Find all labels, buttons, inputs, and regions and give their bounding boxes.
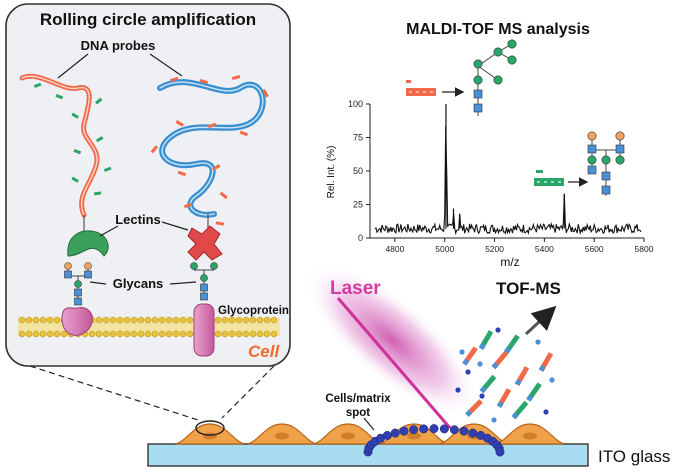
laser-beam (336, 297, 452, 429)
label-dna-probes: DNA probes (81, 38, 156, 53)
y-tick-label: 75 (353, 133, 363, 143)
label-spot: spot (346, 407, 370, 419)
cell-nucleus (341, 432, 355, 440)
label-laser: Laser (330, 278, 381, 299)
cell-membrane (18, 316, 280, 338)
x-tick-label: 4800 (385, 244, 404, 254)
pointer-lectin-right (161, 221, 189, 231)
zoom-line-right (221, 365, 275, 419)
lectin-green (67, 230, 109, 257)
x-tick-label: 5400 (535, 244, 554, 254)
y-tick-label: 100 (348, 99, 363, 109)
rca-panel: Rolling circle amplification (5, 3, 291, 367)
label-glycoprotein: Glycoprotein (218, 305, 289, 317)
y-axis-label: Rel. Int. (%) (326, 146, 337, 199)
maldi-setup: Laser TOF-MS ITO glass Cells/matrix spot (29, 262, 670, 467)
ms-title: MALDI-TOF MS analysis (406, 21, 590, 38)
label-ito-glass: ITO glass (598, 447, 670, 466)
protein-left (61, 307, 93, 336)
matrix-dots (363, 424, 505, 457)
glycan-right (190, 262, 218, 301)
ion-fragments (455, 327, 555, 423)
protein-right (193, 303, 215, 357)
orange-probes-right (150, 74, 269, 226)
glycan-tree-1 (473, 39, 517, 116)
label-lectins: Lectins (115, 212, 161, 227)
pointer-glycan-left (89, 281, 107, 285)
pointer-dna-left (57, 53, 89, 79)
label-cells-matrix: Cells/matrix (325, 393, 391, 405)
cell-nucleus (523, 432, 537, 440)
tof-arrow (524, 305, 557, 336)
y-tick-label: 50 (353, 166, 363, 176)
cell-nucleus (275, 432, 289, 440)
x-tick-label: 5800 (635, 244, 654, 254)
peak2-structure (534, 131, 625, 196)
glycan-left (64, 262, 92, 306)
green-probes-left (33, 82, 112, 196)
pointer-dna-right (149, 53, 183, 77)
cell-nucleus (203, 432, 217, 440)
ms-chart: 0 25 50 75 100 4800 5000 5200 5400 5600 5800 Rel.… (326, 99, 654, 269)
y-tick-label: 0 (358, 233, 363, 243)
y-tick-label: 25 (353, 200, 363, 210)
x-tick-label: 5000 (435, 244, 454, 254)
spectrum-line (374, 126, 642, 236)
panel-title: Rolling circle amplification (40, 10, 256, 29)
x-tick-label: 5600 (585, 244, 604, 254)
x-tick-label: 5200 (485, 244, 504, 254)
x-axis-label: m/z (500, 255, 519, 269)
peak1-structure (406, 39, 517, 116)
dna-strand-left (19, 73, 112, 218)
glycan-tree-2 (587, 131, 625, 196)
laser-glow (303, 262, 481, 418)
ms-section: MALDI-TOF MS analysis 0 25 50 75 100 4800 500… (326, 21, 654, 269)
zoom-marker (195, 420, 225, 436)
pointer-spot (363, 417, 375, 431)
zoom-line-left (29, 365, 199, 421)
lectin-red (187, 225, 223, 261)
cell-nucleus (407, 432, 421, 440)
pointer-glycan-right (169, 281, 197, 285)
dna-strand-right (150, 74, 269, 226)
label-glycans: Glycans (113, 276, 164, 291)
pointer-lectin-left (99, 225, 119, 237)
label-tof-ms: TOF-MS (496, 279, 561, 298)
label-cell: Cell (248, 342, 280, 361)
